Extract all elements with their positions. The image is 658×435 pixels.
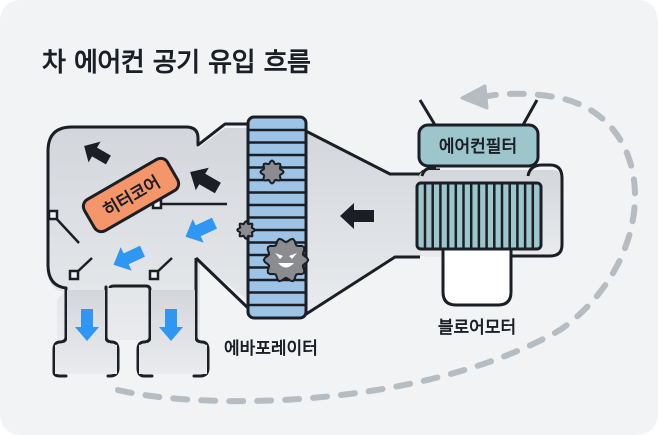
evaporator — [246, 115, 308, 320]
blower-motor — [441, 250, 513, 307]
warm-air-arrow-icon — [190, 167, 221, 194]
germ-face-icon — [262, 237, 310, 283]
blower-motor-label: 블로어모터 — [438, 318, 516, 338]
intake-arrow-icon — [340, 203, 374, 229]
air-filter-label: 에어컨필터 — [439, 137, 517, 157]
warm-air-arrow-icon — [84, 141, 111, 165]
air-filter-fins — [415, 181, 543, 251]
footwell-outlet-left — [52, 285, 120, 378]
dust-particle-icon — [259, 159, 285, 185]
intake-funnel — [300, 128, 425, 318]
dust-particle-icon — [236, 220, 256, 240]
evaporator-label: 에바포레이터 — [224, 339, 318, 359]
return-arrowhead-icon — [460, 84, 489, 110]
footwell-outlet-right — [136, 333, 210, 378]
return-air-path — [115, 90, 638, 405]
damper-flaps — [47, 198, 227, 281]
diagram-title: 차 에어컨 공기 유입 흐름 — [42, 48, 311, 78]
air-filter-tag: 에어컨필터 — [417, 99, 540, 168]
connector-bridge — [108, 284, 152, 340]
cool-air-arrow-icon — [75, 217, 218, 341]
